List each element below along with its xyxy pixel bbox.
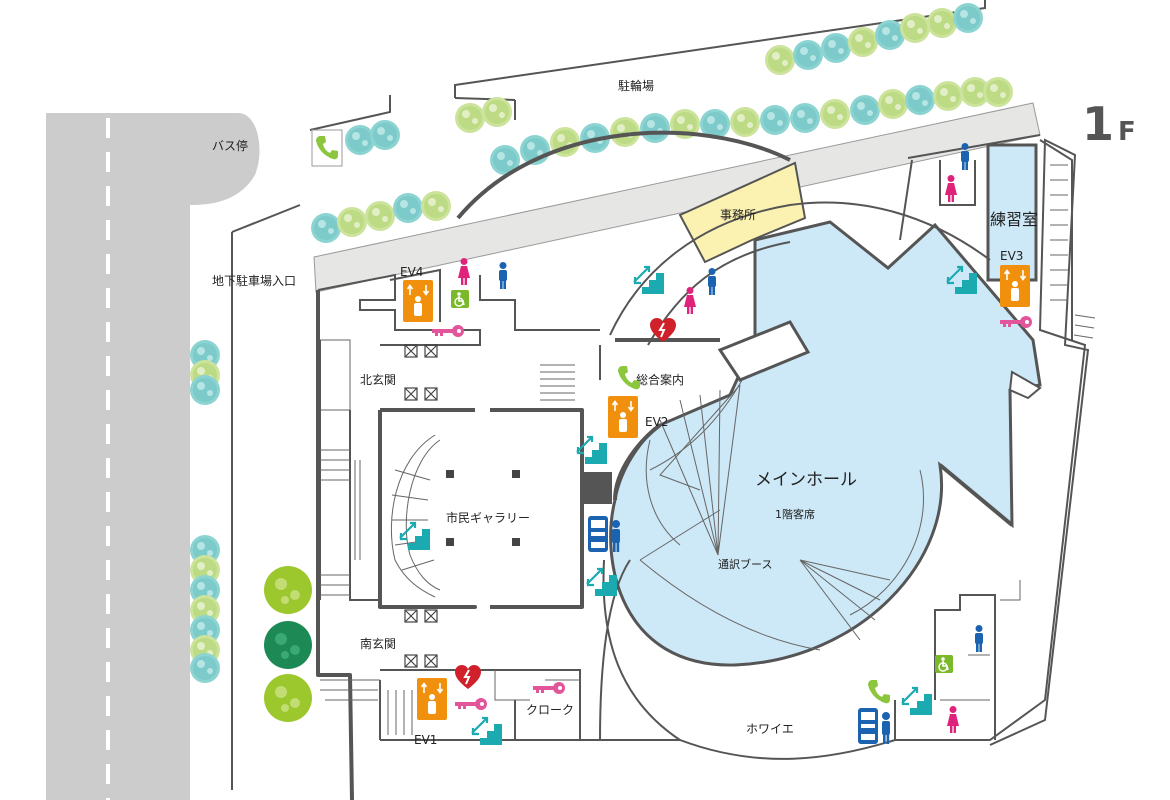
- citizen-gallery-label: 市民ギャラリー: [446, 510, 530, 525]
- underground-parking-entrance-label: 地下駐車場入口: [212, 273, 296, 288]
- office: [678, 161, 807, 264]
- south-entrance-label: 南玄関: [360, 636, 396, 651]
- cloak-label: クローク: [526, 703, 574, 717]
- north-core: [317, 268, 600, 601]
- main-hall: [609, 220, 1042, 667]
- east-core: [894, 580, 1021, 740]
- tree-row-west: [190, 340, 312, 722]
- north-entrance-label: 北玄関: [360, 372, 396, 387]
- bicycle-parking-area: [231, 0, 986, 790]
- elevator-label-ev2: EV2: [645, 415, 668, 429]
- elevator-label-ev3: EV3: [1000, 249, 1023, 263]
- elevator-label-ev4: EV4: [400, 265, 423, 279]
- practice-room-label: 練習室: [990, 210, 1038, 229]
- foyer-label: ホワイエ: [746, 722, 794, 736]
- entrance-canopy: [456, 130, 791, 220]
- citizen-gallery-room: [378, 408, 612, 609]
- floor-suffix: F: [1118, 117, 1136, 147]
- interpretation-booth-label: 通訳ブース: [718, 557, 772, 571]
- main-hall-label: メインホール: [755, 470, 857, 490]
- stairs: [320, 164, 1096, 735]
- hall-side-block: [1008, 370, 1042, 400]
- road: [46, 113, 260, 800]
- south-core: [320, 669, 581, 740]
- bus-stop-label: バス停: [212, 138, 248, 153]
- bicycle-parking-label: 駐輪場: [618, 78, 654, 93]
- floor-number: 1: [1082, 97, 1114, 151]
- entrance-gates: [404, 344, 438, 668]
- first-floor-seats-label: 1階客席: [775, 507, 815, 521]
- inner-corridor-walls: [599, 159, 991, 741]
- information-label: 総合案内: [636, 372, 684, 387]
- building-outline: [316, 134, 1090, 800]
- elevator-label-ev1: EV1: [414, 733, 437, 747]
- hall-side-block: [717, 320, 811, 382]
- practice-room: [986, 143, 1038, 282]
- office-label: 事務所: [720, 208, 756, 222]
- phone-icon: [311, 129, 890, 704]
